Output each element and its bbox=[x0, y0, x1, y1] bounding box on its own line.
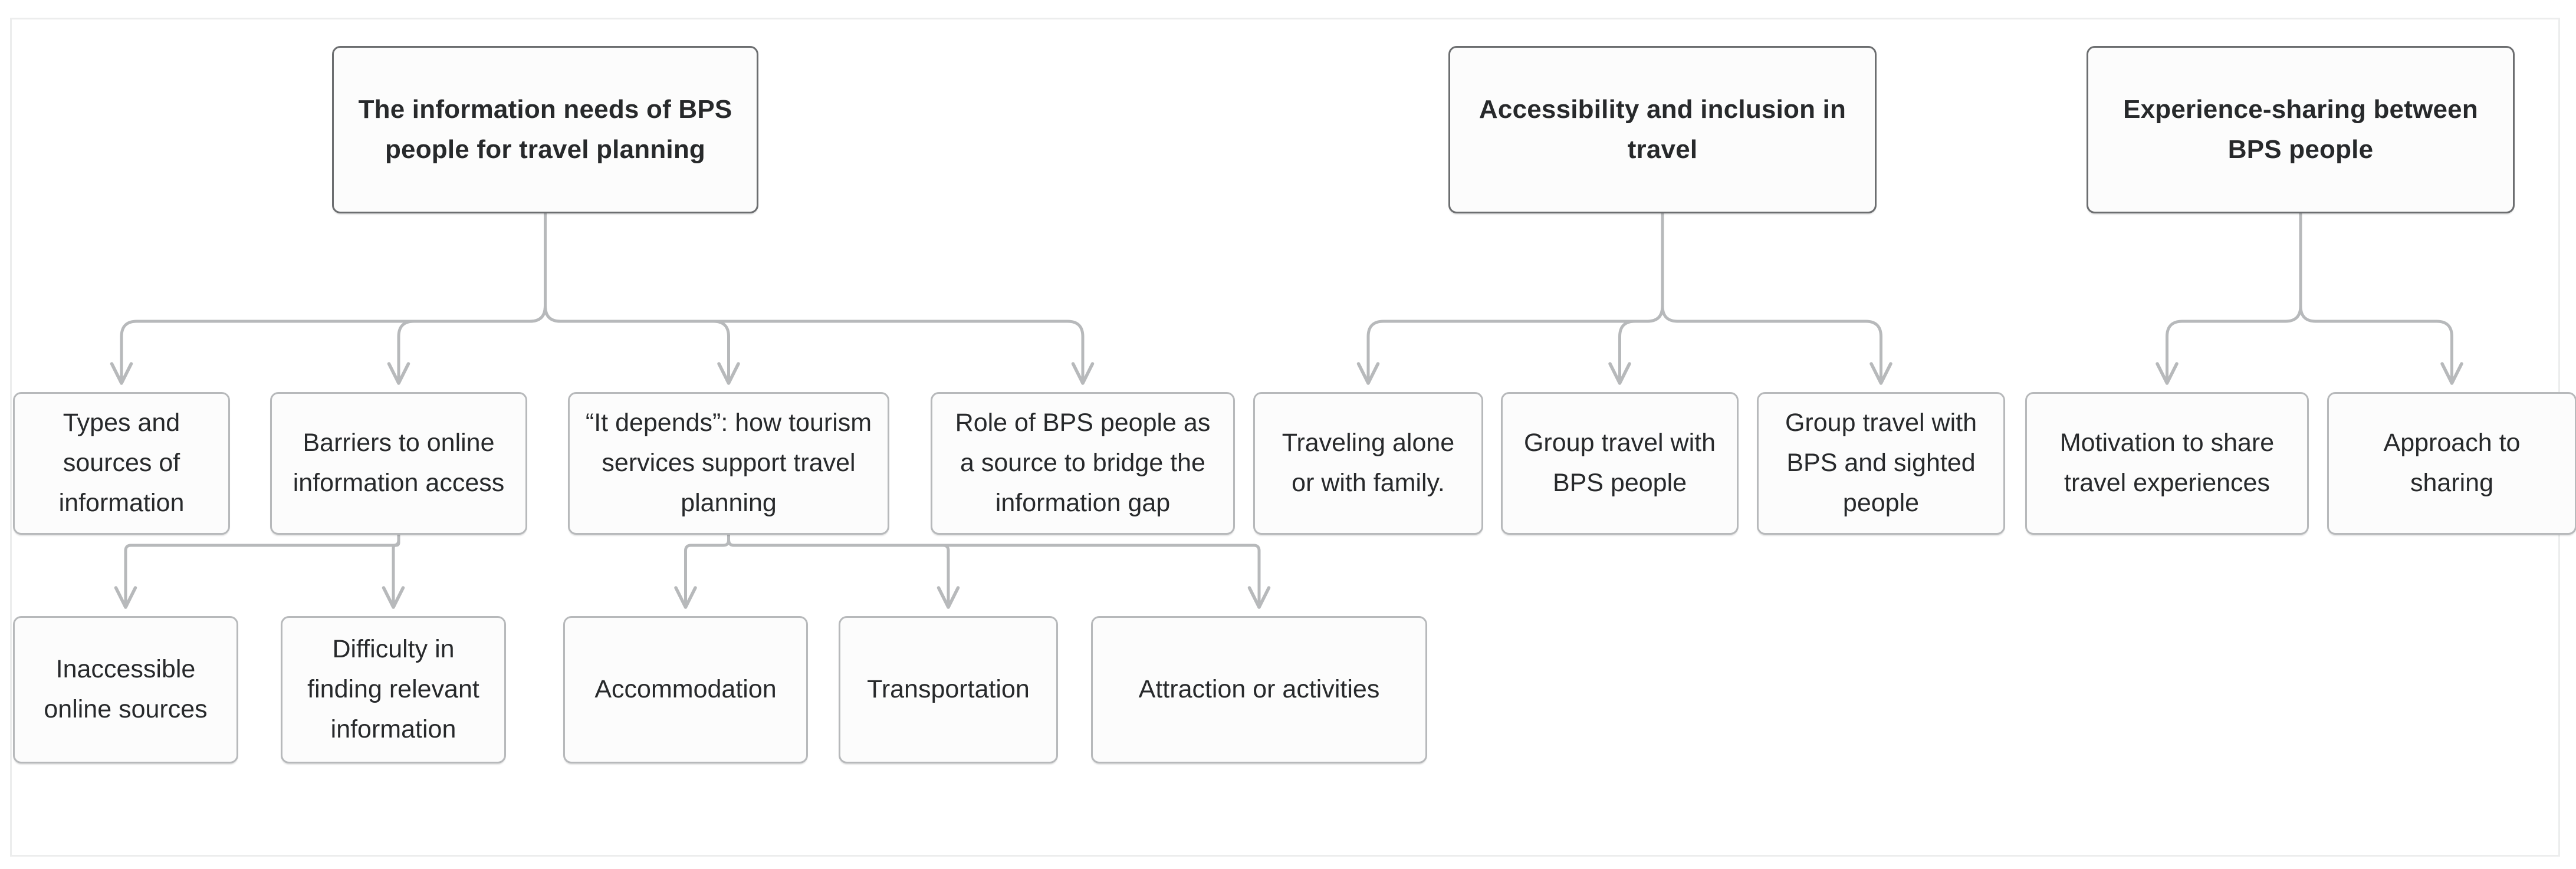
tree-node-label: The information needs of BPS people for … bbox=[358, 94, 732, 164]
tree-node-label: Group travel with BPS people bbox=[1523, 429, 1716, 497]
tree-node[interactable]: The information needs of BPS people for … bbox=[332, 46, 758, 213]
tree-node-label: Role of BPS people as a source to bridge… bbox=[955, 409, 1211, 517]
tree-node-label: Attraction or activities bbox=[1138, 675, 1380, 704]
tree-node[interactable]: “It depends”: how tourism services suppo… bbox=[568, 392, 889, 535]
tree-node-label: Inaccessible online sources bbox=[44, 655, 208, 723]
tree-node[interactable]: Group travel with BPS people bbox=[1501, 392, 1739, 535]
tree-node[interactable]: Attraction or activities bbox=[1091, 616, 1427, 763]
tree-node[interactable]: Role of BPS people as a source to bridge… bbox=[931, 392, 1235, 535]
tree-node[interactable]: Barriers to online information access bbox=[270, 392, 527, 535]
tree-node[interactable]: Motivation to share travel experiences bbox=[2025, 392, 2309, 535]
tree-node[interactable]: Approach to sharing bbox=[2327, 392, 2576, 535]
tree-node[interactable]: Accessibility and inclusion in travel bbox=[1448, 46, 1877, 213]
tree-node[interactable]: Types and sources of information bbox=[13, 392, 230, 535]
tree-node-label: Traveling alone or with family. bbox=[1282, 429, 1455, 497]
tree-node-label: Accommodation bbox=[594, 675, 777, 704]
tree-node-label: Difficulty in finding relevant informati… bbox=[307, 635, 479, 743]
tree-node-label: Approach to sharing bbox=[2383, 429, 2521, 497]
tree-node-label: Experience-sharing between BPS people bbox=[2123, 94, 2478, 164]
tree-node-label: Types and sources of information bbox=[58, 409, 185, 517]
tree-node[interactable]: Transportation bbox=[839, 616, 1058, 763]
tree-node-label: Accessibility and inclusion in travel bbox=[1478, 94, 1846, 164]
tree-node[interactable]: Accommodation bbox=[563, 616, 808, 763]
tree-node-label: “It depends”: how tourism services suppo… bbox=[585, 409, 872, 517]
tree-node-label: Barriers to online information access bbox=[293, 429, 505, 497]
tree-node-label: Motivation to share travel experiences bbox=[2059, 429, 2275, 497]
tree-node[interactable]: Difficulty in finding relevant informati… bbox=[281, 616, 506, 763]
tree-node[interactable]: Inaccessible online sources bbox=[13, 616, 238, 763]
tree-node[interactable]: Experience-sharing between BPS people bbox=[2087, 46, 2515, 213]
tree-node-label: Group travel with BPS and sighted people bbox=[1785, 409, 1977, 517]
tree-node-label: Transportation bbox=[867, 675, 1030, 704]
tree-node[interactable]: Group travel with BPS and sighted people bbox=[1757, 392, 2005, 535]
tree-node[interactable]: Traveling alone or with family. bbox=[1253, 392, 1483, 535]
